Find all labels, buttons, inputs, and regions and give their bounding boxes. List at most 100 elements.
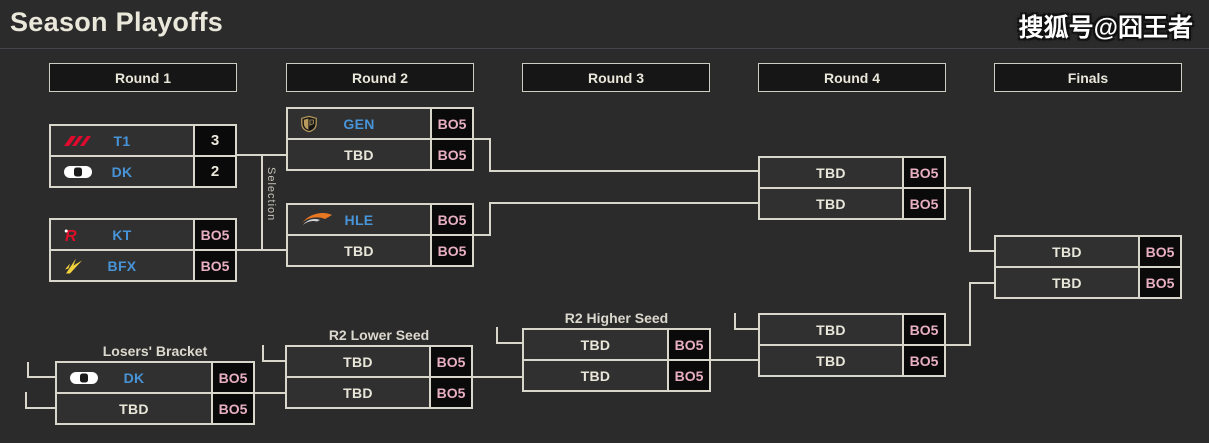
team-name: TBD: [580, 336, 611, 353]
team-name: TBD: [343, 353, 373, 370]
team-name: T1: [113, 132, 131, 149]
team-name: TBD: [1052, 274, 1082, 291]
team-name: BFX: [107, 257, 137, 274]
team-cell: TBD: [996, 237, 1138, 266]
team-row-tbd[interactable]: TBD BO5: [760, 315, 944, 344]
team-cell: TBD: [288, 140, 430, 169]
hle-logo-icon: [300, 212, 334, 228]
team-score: BO5: [667, 361, 709, 390]
team-cell: TBD: [524, 330, 667, 359]
team-cell: TBD: [287, 347, 429, 376]
connector-line: [25, 392, 55, 409]
team-row-tbd[interactable]: TBD BO5: [760, 158, 944, 187]
team-score: BO5: [429, 378, 471, 407]
match-r2-hle: HLE BO5 TBD BO5: [286, 203, 474, 267]
team-cell: GEN: [288, 109, 430, 138]
team-row-tbd[interactable]: TBD BO5: [287, 376, 471, 407]
team-row-tbd[interactable]: TBD BO5: [996, 237, 1180, 266]
r2-higher-seed-label: R2 Higher Seed: [564, 310, 669, 326]
selection-label: Selection: [265, 167, 277, 222]
team-name: TBD: [816, 195, 846, 212]
team-name: GEN: [343, 115, 375, 132]
round-header-3: Round 3: [522, 63, 710, 92]
team-name: DK: [111, 163, 133, 180]
r2-lower-seed-label: R2 Lower Seed: [328, 327, 430, 343]
team-cell: TBD: [996, 268, 1138, 297]
team-score: BO5: [193, 220, 235, 249]
round-header-finals: Finals: [994, 63, 1182, 92]
team-cell: T1: [51, 126, 193, 155]
team-score: BO5: [902, 315, 944, 344]
match-r1-upper: T1 3 DK 2: [49, 124, 237, 188]
connector-line: [946, 282, 994, 346]
losers-bracket-label: Losers' Bracket: [102, 343, 208, 359]
svg-text:R: R: [65, 228, 77, 244]
team-name: TBD: [816, 352, 846, 369]
team-cell: TBD: [57, 394, 211, 423]
team-score: BO5: [430, 205, 472, 234]
team-row-tbd[interactable]: TBD BO5: [287, 347, 471, 376]
round-header-1: Round 1: [49, 63, 237, 92]
team-row-gen[interactable]: GEN BO5: [288, 109, 472, 138]
team-row-tbd[interactable]: TBD BO5: [524, 330, 709, 359]
team-row-tbd[interactable]: TBD BO5: [760, 344, 944, 375]
team-score: BO5: [429, 347, 471, 376]
connector-line: [27, 362, 55, 378]
team-score: BO5: [211, 394, 253, 423]
team-row-hle[interactable]: HLE BO5: [288, 205, 472, 234]
team-cell: TBD: [760, 315, 902, 344]
match-losers-bracket: DK BO5 TBD BO5: [55, 361, 255, 425]
dk-logo-icon: [69, 370, 99, 386]
connector-line: [496, 327, 522, 344]
team-score: 3: [193, 126, 235, 155]
team-cell: TBD: [760, 189, 902, 218]
team-score: BO5: [902, 189, 944, 218]
team-score: BO5: [1138, 237, 1180, 266]
team-score: BO5: [430, 236, 472, 265]
team-cell: DK: [57, 363, 211, 392]
team-cell: TBD: [760, 158, 902, 187]
team-name: TBD: [580, 367, 611, 384]
kt-logo-icon: R: [63, 226, 83, 244]
team-row-kt[interactable]: R KT BO5: [51, 220, 235, 249]
team-name: TBD: [1052, 243, 1082, 260]
team-score: BO5: [902, 158, 944, 187]
dk-logo-icon: [63, 164, 93, 180]
header-divider: [0, 48, 1209, 49]
team-row-bfx[interactable]: BFX BO5: [51, 249, 235, 280]
team-name: DK: [123, 369, 145, 386]
team-score: BO5: [193, 251, 235, 280]
team-row-tbd[interactable]: TBD BO5: [288, 138, 472, 169]
match-r2-lower-seed: TBD BO5 TBD BO5: [285, 345, 473, 409]
team-name: KT: [112, 226, 132, 243]
team-row-tbd[interactable]: TBD BO5: [996, 266, 1180, 297]
team-cell: DK: [51, 157, 193, 186]
team-row-t1[interactable]: T1 3: [51, 126, 235, 155]
team-name: TBD: [344, 242, 374, 259]
team-cell: BFX: [51, 251, 193, 280]
team-cell: TBD: [760, 346, 902, 375]
match-r1-lower: R KT BO5 BFX BO5: [49, 218, 237, 282]
team-row-tbd[interactable]: TBD BO5: [760, 187, 944, 218]
connector-line: [262, 345, 285, 362]
team-row-dk[interactable]: DK BO5: [57, 363, 253, 392]
team-cell: HLE: [288, 205, 430, 234]
t1-logo-icon: [63, 134, 93, 148]
connector-line: [473, 138, 758, 172]
team-name: HLE: [344, 211, 374, 228]
team-score: BO5: [430, 140, 472, 169]
team-row-tbd[interactable]: TBD BO5: [288, 234, 472, 265]
match-r4-lower: TBD BO5 TBD BO5: [758, 313, 946, 377]
team-cell: TBD: [288, 236, 430, 265]
team-cell: R KT: [51, 220, 193, 249]
team-row-dk[interactable]: DK 2: [51, 155, 235, 186]
team-score: BO5: [211, 363, 253, 392]
page-title: Season Playoffs: [10, 7, 224, 37]
match-r2-higher-seed: TBD BO5 TBD BO5: [522, 328, 711, 392]
round-header-2: Round 2: [286, 63, 474, 92]
team-row-tbd[interactable]: TBD BO5: [524, 359, 709, 390]
team-name: TBD: [343, 384, 373, 401]
bfx-logo-icon: [63, 257, 85, 274]
team-row-tbd[interactable]: TBD BO5: [57, 392, 253, 423]
